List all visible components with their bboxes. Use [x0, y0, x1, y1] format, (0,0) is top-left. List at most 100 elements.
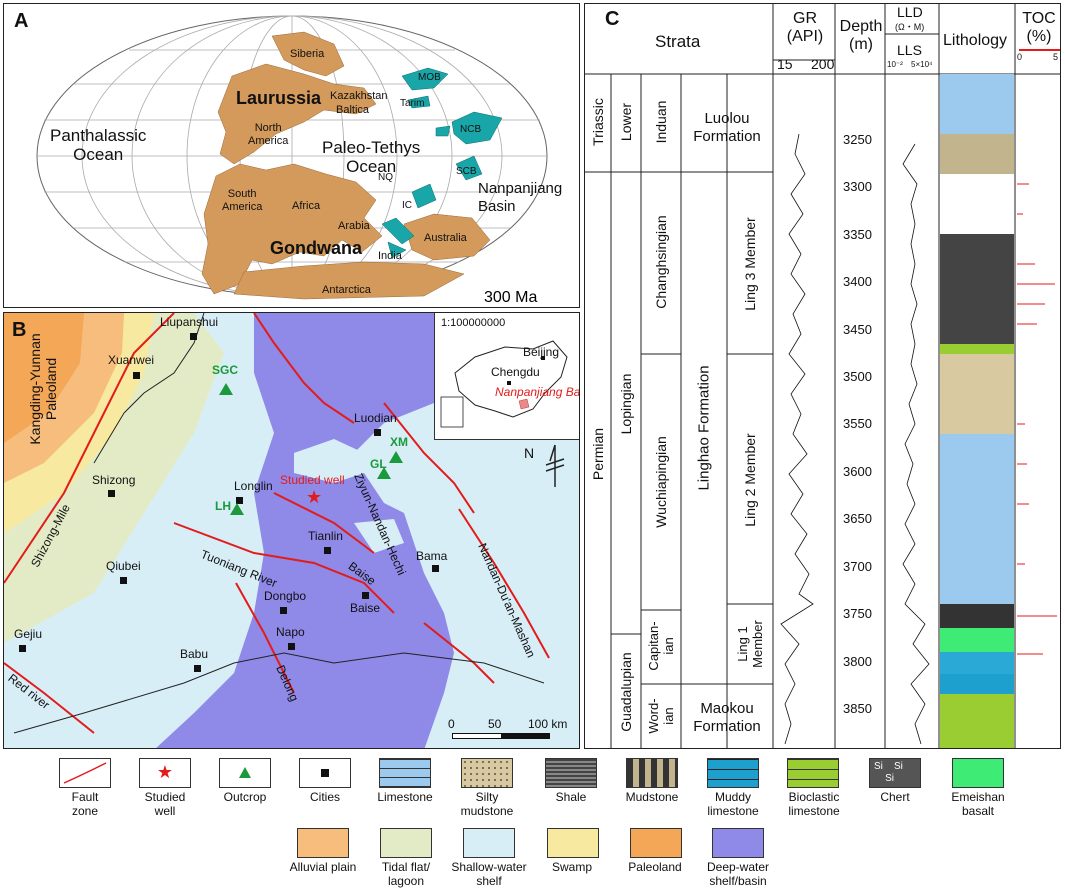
header-toc: TOC (%): [1019, 10, 1059, 46]
formation-luolou: Luolou Formation: [681, 110, 773, 146]
header-depth: Depth (m): [839, 18, 883, 54]
toc-scale-min: 0: [1017, 52, 1023, 62]
panel-a-label: A: [14, 10, 29, 32]
city-xuanwei: Xuanwei: [108, 353, 155, 367]
continent-arabia: Arabia: [338, 220, 370, 232]
legend-swatch-limestone: [379, 758, 431, 788]
fault-line-icon: [63, 762, 107, 784]
depth-tick: 3250: [843, 132, 872, 147]
ll-scale-max: 5×10⁴: [911, 60, 933, 69]
legend-label-swamp: Swamp: [551, 860, 592, 874]
block-ic: IC: [402, 200, 412, 211]
continent-india: India: [378, 250, 402, 262]
stage-wuchiapingian: Wuchiapingian: [653, 436, 669, 528]
legend-label-shelf: Shallow-water shelf: [444, 860, 534, 888]
member-ling1-text: Ling 1 Member: [735, 620, 765, 668]
legend-label-muddy: Muddy limestone: [698, 790, 768, 818]
legend-shelf-text: Shallow-water shelf: [451, 860, 527, 888]
south-america-text: South America: [222, 188, 263, 213]
legend-label-well: Studied well: [130, 790, 200, 818]
legend-muddy-text: Muddy limestone: [707, 790, 759, 818]
panel-c-label: C: [605, 8, 620, 30]
depth-tick: 3800: [843, 654, 872, 669]
legend-basalt-text: Emeishan basalt: [951, 790, 1005, 818]
paleoland-label: Kangding-Yunnan Paleoland: [27, 324, 59, 454]
north-america-text: North America: [248, 122, 289, 147]
city-dongbo: Dongbo: [264, 589, 307, 603]
legend-deep-text: Deep-water shelf/basin: [706, 860, 770, 888]
continent-siberia: Siberia: [290, 48, 325, 60]
legend-label-alluvial: Alluvial plain: [289, 860, 357, 874]
depth-tick: 3750: [843, 606, 872, 621]
city-marker: [133, 372, 140, 379]
outcrop-xm: XM: [390, 435, 408, 449]
globe-map: 300 Ma: [36, 15, 548, 306]
age-label: 300 Ma: [484, 289, 537, 306]
legend-label-outcrop: Outcrop: [223, 790, 267, 804]
paleoland-label-text: Kangding-Yunnan Paleoland: [27, 333, 59, 445]
legend-swatch-shale: [545, 758, 597, 788]
city-marker: [288, 643, 295, 650]
legend-label-chert: Chert: [880, 790, 910, 804]
china-outline: [440, 340, 568, 428]
city-marker: [108, 490, 115, 497]
header-lld-unit: (Ω・M): [895, 22, 925, 32]
city-marker: [190, 333, 197, 340]
city-liupanshui: Liupanshui: [160, 315, 219, 329]
city-marker: [19, 645, 26, 652]
depth-tick: 3450: [843, 322, 872, 337]
depth-tick: 3400: [843, 274, 872, 289]
gr-scale-min: 15: [777, 56, 793, 72]
scale-100: 100 km: [528, 717, 568, 731]
stage-wordian-text: Word- ian: [646, 698, 676, 734]
header-gr-text: GR (API): [786, 10, 824, 45]
well-log-grid: [585, 4, 1060, 748]
formation-maokou-text: Maokou Formation: [693, 700, 761, 735]
legend-swatch-well: ★: [139, 758, 191, 788]
continent-antarctica: Antarctica: [322, 284, 371, 296]
stage-wordian: Word- ian: [646, 698, 676, 733]
inset-beijing: Beijing: [523, 345, 560, 359]
china-inset: 1:100000000 Beijing Chengdu Nanpanjiang …: [434, 313, 579, 440]
city-babu: Babu: [180, 647, 209, 661]
legend-label-basalt: Emeishan basalt: [943, 790, 1013, 818]
continent-baltica: Baltica: [336, 104, 370, 116]
city-tianlin: Tianlin: [308, 529, 343, 543]
legend-well-text: Studied well: [144, 790, 186, 818]
legend-swatch-outcrop: [219, 758, 271, 788]
legend-swatch-fault: [59, 758, 111, 788]
basin-label-text: Nanpanjiang Basin: [478, 180, 563, 215]
depth-tick: 3350: [843, 227, 872, 242]
legend-swatch-paleoland: [630, 828, 682, 858]
depth-tick: 3550: [843, 416, 872, 431]
header-lls: LLS: [897, 42, 922, 58]
depth-tick: 3650: [843, 511, 872, 526]
north-label: N: [524, 445, 535, 461]
legend-swatch-deep: [712, 828, 764, 858]
formation-linghao: Linghao Formation: [695, 365, 713, 491]
legend-swatch-swamp: [547, 828, 599, 858]
header-lithology: Lithology: [943, 32, 1008, 49]
legend-label-fault: Fault zone: [50, 790, 120, 818]
panel-c-well-log: C: [584, 3, 1061, 749]
legend-swatch-basalt: [952, 758, 1004, 788]
legend-swatch-tidal: [380, 828, 432, 858]
scale-50: 50: [488, 717, 502, 731]
stage-induan: Induan: [653, 100, 669, 144]
block-ncb: NCB: [460, 124, 482, 135]
continent-gondwana: Gondwana: [270, 238, 363, 258]
stage-capitanian-text: Capitan- ian: [646, 621, 676, 671]
legend-swatch-alluvial: [297, 828, 349, 858]
formation-luolou-text: Luolou Formation: [693, 110, 761, 145]
block-nq: NQ: [378, 172, 393, 183]
member-ling2: Ling 2 Member: [742, 433, 758, 527]
city-napo: Napo: [276, 625, 305, 639]
legend-label-bioclastic: Bioclastic limestone: [774, 790, 854, 818]
legend-label-paleoland: Paleoland: [628, 860, 682, 874]
legend-label-deep: Deep-water shelf/basin: [693, 860, 783, 888]
studied-well-label: Studied well: [280, 473, 345, 487]
city-luodian: Luodian: [354, 411, 397, 425]
legend-fault-text: Fault zone: [71, 790, 99, 818]
legend-label-tidal: Tidal flat/ lagoon: [366, 860, 446, 888]
depth-tick: 3500: [843, 369, 872, 384]
